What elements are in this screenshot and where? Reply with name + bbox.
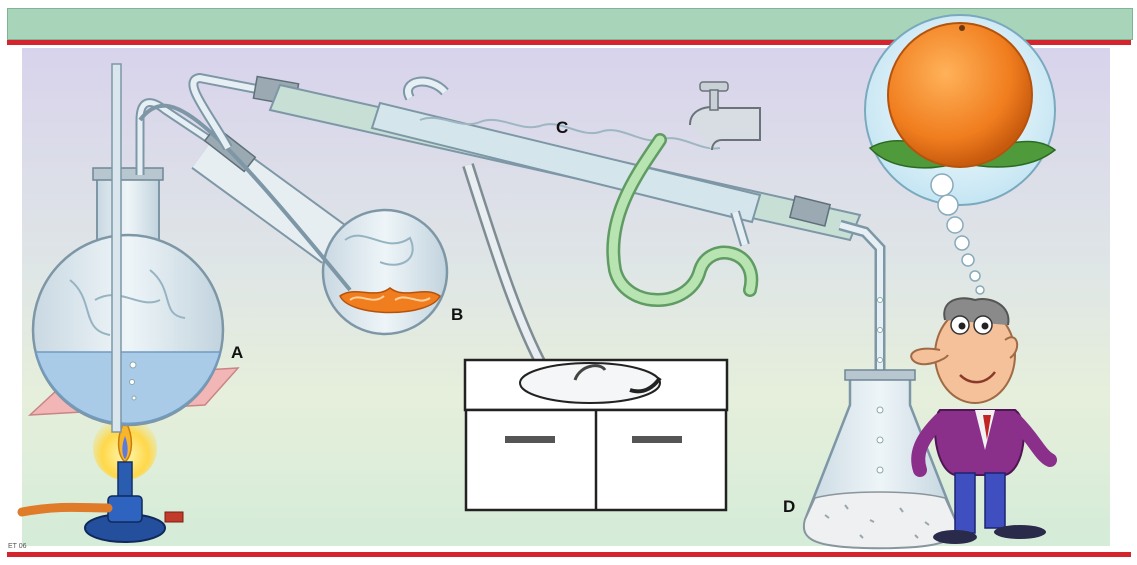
label-b: B xyxy=(451,305,463,324)
thought-bubble xyxy=(865,15,1055,294)
label-c: C xyxy=(556,118,568,137)
flask-d xyxy=(804,370,956,548)
sink-cabinet-icon xyxy=(465,165,727,510)
bunsen-burner-icon xyxy=(22,416,183,542)
label-a: A xyxy=(231,343,243,362)
label-d: D xyxy=(783,497,795,516)
image-credit: ET 06 xyxy=(8,543,27,550)
